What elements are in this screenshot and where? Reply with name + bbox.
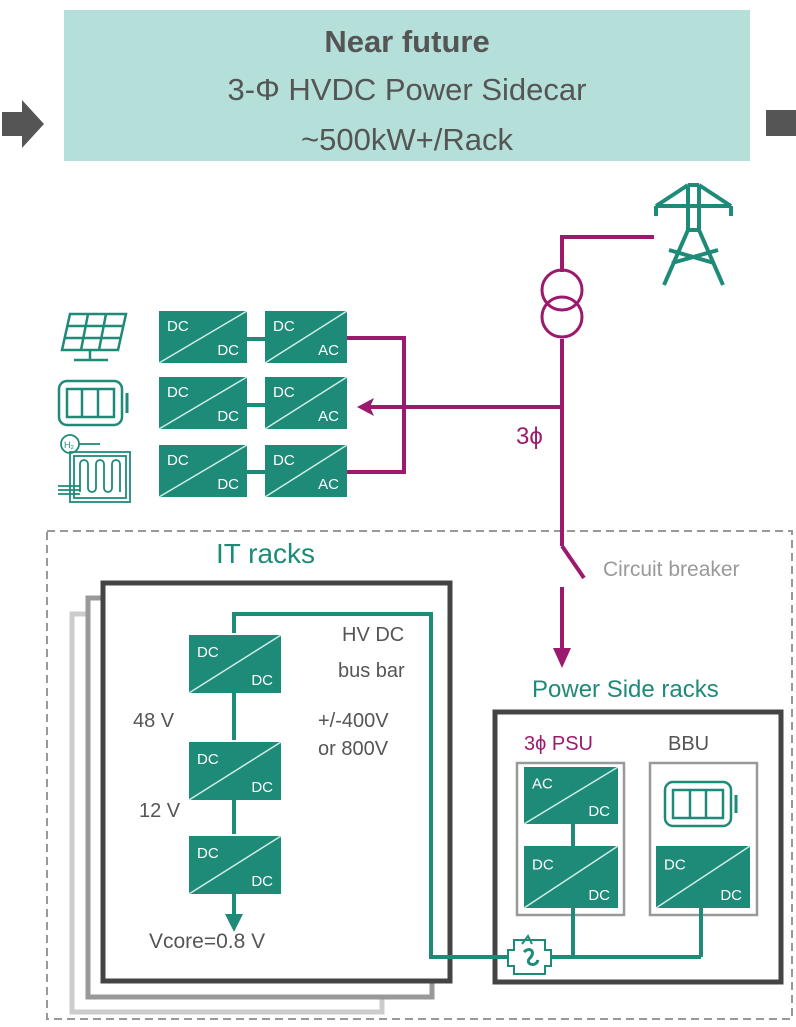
- converter-diagonal: [264, 376, 348, 430]
- source-dc-ac-converter: DC AC: [264, 376, 348, 430]
- psu-dc-dc-converter: DC DC: [523, 845, 619, 909]
- converter-input-label: AC: [532, 776, 553, 793]
- converter-output-label: DC: [251, 873, 273, 890]
- converter-input-label: DC: [273, 318, 295, 335]
- psu-label: 3ϕ PSU: [524, 733, 594, 755]
- it-rack-dc-dc-converter: DC DC: [188, 634, 282, 694]
- source-dc-ac-converter: DC AC: [264, 310, 348, 364]
- it-racks-title: IT racks: [216, 538, 316, 569]
- svg-text:H₂: H₂: [64, 440, 74, 450]
- converter-diagonal: [264, 310, 348, 364]
- converter-diagonal: [523, 845, 619, 909]
- banner-title: Near future: [324, 24, 490, 59]
- 12v-label: 12 V: [139, 800, 181, 822]
- converter-output-label: DC: [720, 887, 742, 904]
- converter-output-label: DC: [588, 803, 610, 820]
- transformer-icon-bottom: [540, 295, 584, 339]
- 48v-label: 48 V: [133, 710, 175, 732]
- it-rack-dc-dc-converter: DC DC: [188, 741, 282, 801]
- converter-input-label: DC: [532, 857, 554, 874]
- dashed-container: [46, 530, 793, 1020]
- converter-diagonal: [264, 444, 348, 498]
- converter-output-label: DC: [251, 672, 273, 689]
- converter-output-label: DC: [217, 476, 239, 493]
- solar-panel-icon: [60, 312, 128, 362]
- bbu-dc-dc-converter: DC DC: [655, 845, 751, 909]
- three-phase-label: 3ϕ: [516, 423, 543, 450]
- converter-diagonal: [158, 376, 248, 430]
- hvdc-label: HV DC: [342, 624, 405, 646]
- right-arrow-stub: [766, 110, 796, 136]
- voltage-400-label: +/-400V: [318, 710, 389, 732]
- hvdc-bus-wiring: [232, 337, 703, 959]
- converter-output-label: AC: [318, 476, 339, 493]
- psu-ac-dc-converter: AC DC: [523, 766, 619, 825]
- bbu-label: BBU: [668, 733, 710, 755]
- vcore-arrow-icon: [225, 914, 243, 932]
- converter-input-label: DC: [167, 452, 189, 469]
- transformer-icon-top: [540, 268, 584, 312]
- banner-rating: ~500kW+/Rack: [301, 122, 513, 157]
- converter-output-label: DC: [217, 342, 239, 359]
- converter-output-label: DC: [588, 887, 610, 904]
- converter-input-label: DC: [664, 857, 686, 874]
- converter-diagonal: [188, 634, 282, 694]
- converter-diagonal: [655, 845, 751, 909]
- converter-output-label: AC: [318, 342, 339, 359]
- source-dc-dc-converter: DC DC: [158, 310, 248, 364]
- converter-input-label: DC: [197, 751, 219, 768]
- arrow-to-power-racks-icon: [553, 648, 571, 668]
- ac-grid-wiring: [346, 235, 654, 650]
- hydrogen-fuel-cell-icon: H₂: [58, 434, 131, 503]
- bus-bar-label: bus bar: [338, 660, 405, 682]
- converter-input-label: DC: [273, 384, 295, 401]
- transmission-tower-icon: [654, 183, 733, 286]
- psu-enclosure: [515, 761, 626, 917]
- converter-input-label: DC: [167, 384, 189, 401]
- converter-diagonal: [188, 835, 282, 895]
- power-side-racks-title: Power Side racks: [532, 676, 719, 703]
- converter-input-label: DC: [273, 452, 295, 469]
- battery-icon: [57, 379, 129, 427]
- source-dc-ac-converter: DC AC: [264, 444, 348, 498]
- circuit-breaker-label: Circuit breaker: [603, 558, 740, 581]
- converter-blocks: DCDCDCACDCDCDCACDCDCDCACDCDCDCDCDCDCACDC…: [158, 310, 751, 909]
- converter-diagonal: [158, 444, 248, 498]
- bbu-battery-icon: [663, 780, 738, 828]
- source-dc-dc-converter: DC DC: [158, 444, 248, 498]
- converter-input-label: DC: [197, 845, 219, 862]
- converter-diagonal: [523, 766, 619, 825]
- vcore-label: Vcore=0.8 V: [149, 930, 266, 953]
- it-rack-dc-dc-converter: DC DC: [188, 835, 282, 895]
- header-banner: Near future 3-Φ HVDC Power Sidecar ~500k…: [64, 10, 750, 161]
- arrow-to-converters-icon: [357, 398, 374, 416]
- left-arrow-icon: [2, 100, 44, 148]
- converter-diagonal: [158, 310, 248, 364]
- converter-output-label: DC: [251, 779, 273, 796]
- converter-diagonal: [188, 741, 282, 801]
- voltage-800-label: or 800V: [318, 738, 389, 760]
- converter-output-label: DC: [217, 408, 239, 425]
- converter-input-label: DC: [197, 644, 219, 661]
- converter-output-label: AC: [318, 408, 339, 425]
- bbu-enclosure: [648, 761, 759, 917]
- converter-input-label: DC: [167, 318, 189, 335]
- source-dc-dc-converter: DC DC: [158, 376, 248, 430]
- banner-subtitle: 3-Φ HVDC Power Sidecar: [227, 72, 587, 107]
- solid-state-breaker-icon: [507, 934, 552, 975]
